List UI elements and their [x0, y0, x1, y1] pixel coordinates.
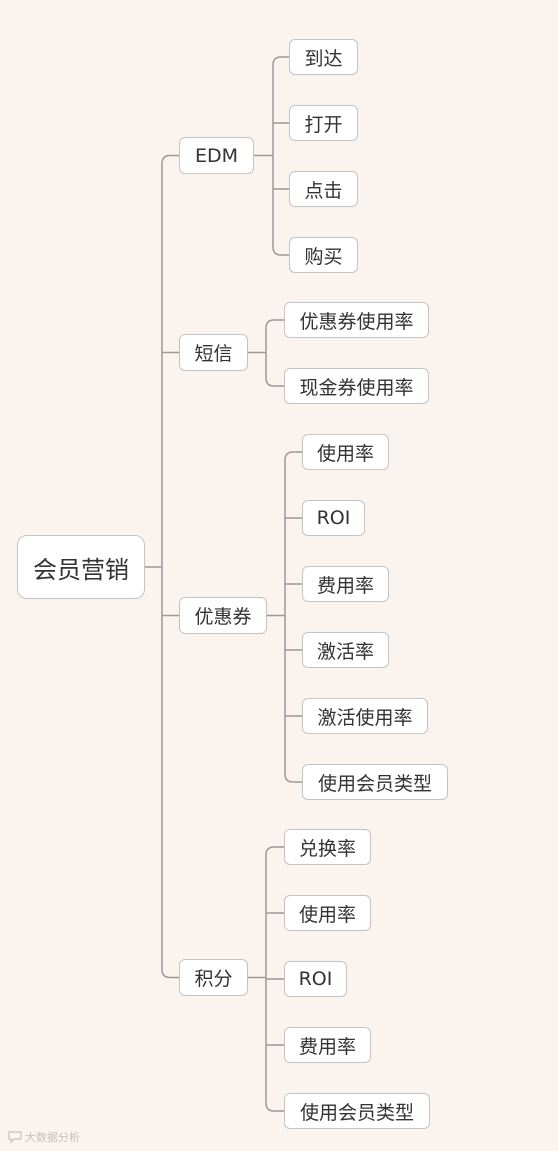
connector-sms-branch-1	[265, 377, 284, 387]
leaf-node-points-redemption-rate[interactable]: 兑换率	[284, 829, 371, 865]
leaf-node-coupon-member-type[interactable]: 使用会员类型	[302, 764, 448, 800]
leaf-node-sms-coupon-usage[interactable]: 优惠券使用率	[284, 302, 429, 338]
leaf-node-edm-reach[interactable]: 到达	[289, 39, 358, 75]
leaf-node-sms-cash-coupon-usage[interactable]: 现金券使用率	[284, 368, 429, 404]
connector-coupon-branch-5	[284, 773, 302, 783]
leaf-node-coupon-activation-usage-rate[interactable]: 激活使用率	[302, 698, 428, 734]
chat-bubble-icon	[8, 1131, 22, 1143]
leaf-node-points-member-type[interactable]: 使用会员类型	[284, 1093, 430, 1129]
leaf-node-edm-purchase[interactable]: 购买	[289, 237, 358, 273]
leaf-node-edm-click[interactable]: 点击	[289, 171, 358, 207]
leaf-node-coupon-activation-rate[interactable]: 激活率	[302, 632, 389, 668]
connector-edm-branch-0	[272, 56, 289, 66]
connector-root-branch-0	[161, 154, 179, 164]
leaf-node-points-roi[interactable]: ROI	[284, 961, 347, 997]
connector-sms-branch-0	[265, 319, 284, 329]
leaf-node-edm-open[interactable]: 打开	[289, 105, 358, 141]
leaf-node-points-cost-rate[interactable]: 费用率	[284, 1027, 371, 1063]
watermark: 大数据分析	[8, 1129, 80, 1145]
leaf-node-coupon-cost-rate[interactable]: 费用率	[302, 566, 389, 602]
branch-node-points[interactable]: 积分	[179, 959, 248, 996]
branch-node-sms[interactable]: 短信	[179, 334, 248, 371]
branch-node-coupon[interactable]: 优惠券	[179, 597, 267, 634]
connector-edm-branch-3	[272, 246, 289, 256]
leaf-node-points-usage-rate[interactable]: 使用率	[284, 895, 371, 931]
branch-node-edm[interactable]: EDM	[179, 137, 254, 174]
leaf-node-coupon-usage-rate[interactable]: 使用率	[302, 434, 389, 470]
leaf-node-coupon-roi[interactable]: ROI	[302, 500, 365, 536]
connector-points-branch-4	[265, 1102, 284, 1112]
root-node[interactable]: 会员营销	[17, 535, 145, 599]
connector-root-branch-3	[161, 969, 179, 979]
connector-coupon-branch-0	[284, 451, 302, 461]
watermark-text: 大数据分析	[25, 1131, 80, 1144]
connector-points-branch-0	[265, 846, 284, 856]
